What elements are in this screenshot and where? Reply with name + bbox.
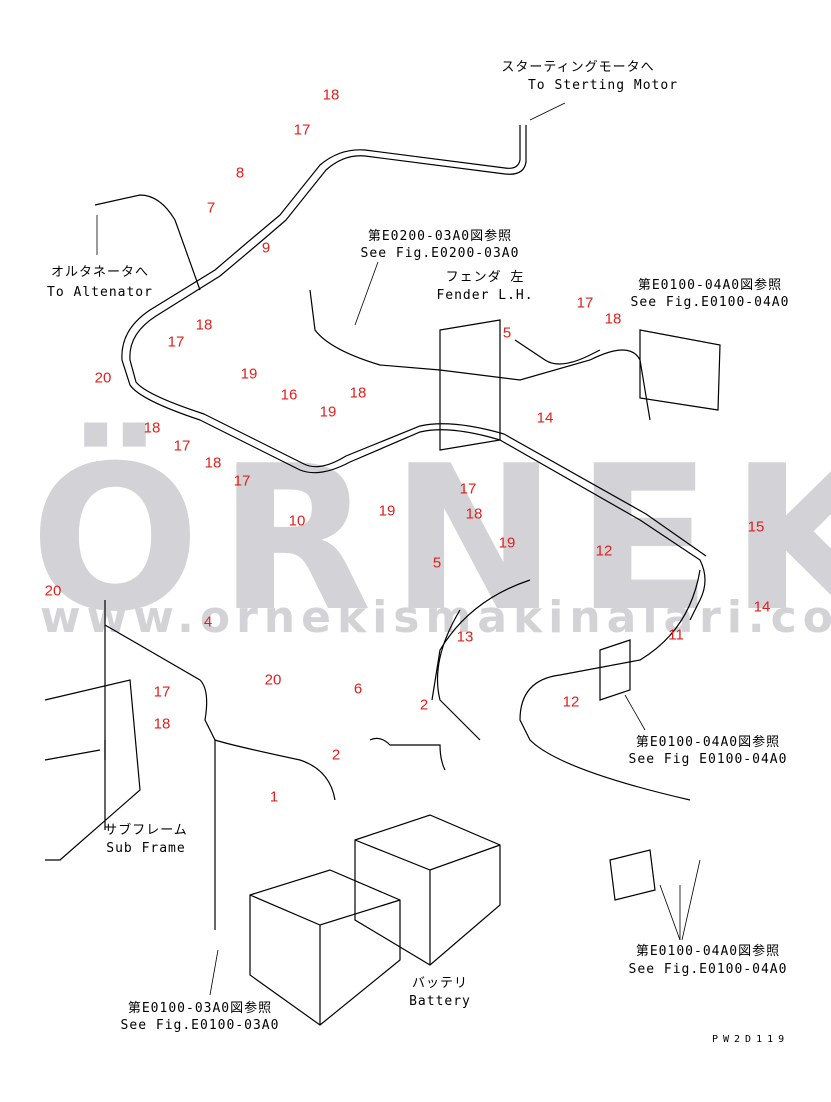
callout-number: 19	[378, 502, 396, 520]
ref-e0100-04-bottom-jp: 第E0100-04A0図参照	[635, 944, 781, 959]
starter-label-jp: スターティングモータへ	[501, 60, 655, 75]
harness-main	[94, 125, 707, 930]
ref-e0100-04-top-jp: 第E0100-04A0図参照	[637, 278, 783, 293]
ref-e0200-jp: 第E0200-03A0図参照	[367, 229, 513, 244]
callout-number: 17	[293, 121, 311, 139]
sub-frame	[44, 679, 141, 861]
subframe-label-en: Sub Frame	[106, 841, 186, 856]
callout-number: 4	[203, 613, 213, 631]
ref-e0100-04-top-en: See Fig.E0100-04A0	[630, 295, 790, 310]
drawing-code: PW2D119	[712, 1034, 790, 1045]
callout-number: 18	[204, 454, 222, 472]
callout-number: 14	[536, 409, 554, 427]
callout-number: 2	[419, 696, 429, 714]
callout-number: 1	[269, 788, 279, 806]
callout-number: 12	[595, 542, 613, 560]
callout-number: 20	[44, 582, 62, 600]
ref-e0100-03-jp: 第E0100-03A0図参照	[127, 1001, 273, 1016]
subframe-label-jp: サブフレーム	[104, 823, 188, 838]
ref-e0100-04-mid-jp: 第E0100-04A0図参照	[635, 735, 781, 750]
fender-label-jp: フェンダ 左	[445, 270, 525, 285]
callout-number: 2	[331, 746, 341, 764]
callout-number: 18	[465, 505, 483, 523]
callout-number: 17	[173, 437, 191, 455]
callout-number: 11	[668, 626, 684, 644]
battery-label-en: Battery	[409, 994, 471, 1009]
callout-number: 13	[456, 628, 474, 646]
callout-number: 20	[264, 671, 282, 689]
battery-label-jp: バッテリ	[411, 976, 469, 991]
callout-number: 19	[319, 403, 337, 421]
callout-number: 9	[261, 239, 271, 257]
ref-e0100-04-mid-en: See Fig E0100-04A0	[628, 752, 788, 767]
callout-number: 5	[502, 324, 512, 342]
leader-lines	[96, 102, 701, 996]
callout-number: 17	[153, 683, 171, 701]
callout-number: 17	[459, 480, 477, 498]
callout-number: 18	[195, 316, 213, 334]
fender-label-en: Fender L.H.	[436, 288, 534, 303]
callout-number: 18	[322, 86, 340, 104]
callout-number: 17	[233, 472, 251, 490]
callout-number: 10	[288, 512, 306, 530]
callout-number: 18	[604, 310, 622, 328]
callout-number: 19	[498, 534, 516, 552]
callout-number: 16	[280, 386, 298, 404]
callout-number: 18	[153, 715, 171, 733]
callout-number: 6	[353, 680, 363, 698]
callout-number: 5	[432, 554, 442, 572]
callout-number: 15	[747, 518, 765, 536]
alternator-label-en: To Altenator	[47, 285, 153, 300]
callout-number: 12	[562, 693, 580, 711]
ref-e0100-03-en: See Fig.E0100-03A0	[120, 1018, 280, 1033]
callout-number: 17	[167, 333, 185, 351]
bracket-plate	[599, 329, 721, 901]
alternator-label-jp: オルタネータへ	[50, 265, 150, 280]
callout-number: 20	[94, 369, 112, 387]
callout-number: 17	[576, 294, 594, 312]
fender-panel	[439, 319, 501, 451]
callout-number: 19	[240, 365, 258, 383]
ref-e0100-04-bottom-en: See Fig.E0100-04A0	[628, 962, 788, 977]
battery-left	[249, 869, 401, 1026]
callout-number: 7	[206, 199, 216, 217]
callout-number: 18	[349, 384, 367, 402]
callout-number: 18	[143, 419, 161, 437]
callout-number: 14	[753, 598, 771, 616]
callout-number: 8	[235, 164, 245, 182]
starter-label-en: To Sterting Motor	[527, 78, 679, 93]
battery-right	[354, 814, 501, 966]
ref-e0200-en: See Fig.E0200-03A0	[360, 246, 520, 261]
